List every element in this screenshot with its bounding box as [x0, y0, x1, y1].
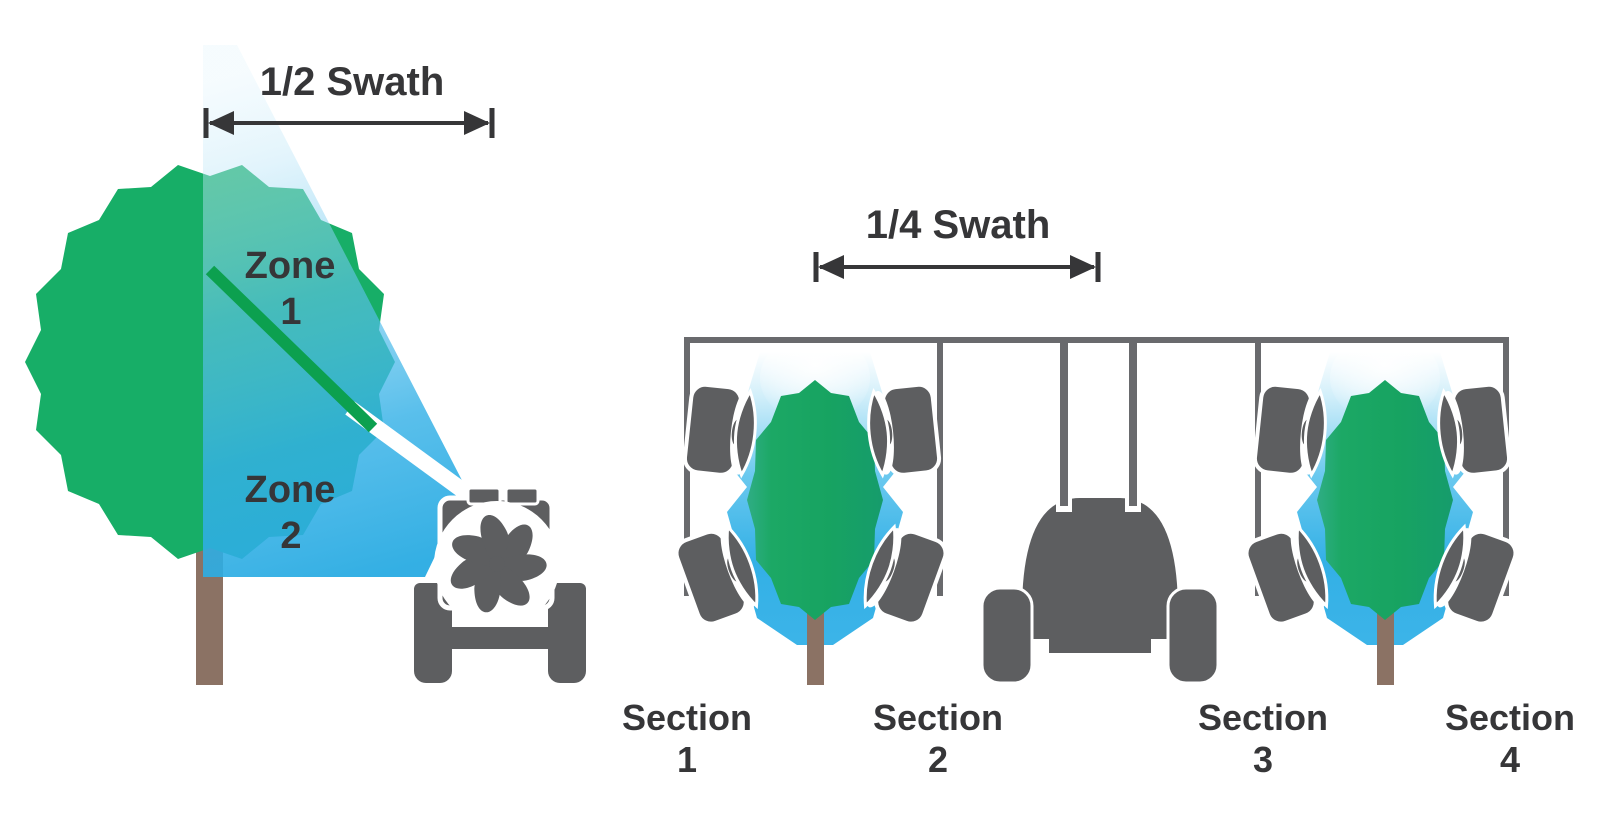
zone-1-label: Zone	[245, 245, 336, 287]
section-3-number: 3	[1253, 739, 1273, 780]
quarter-swath-arrow	[813, 252, 1101, 282]
sprayer-right-leg	[548, 583, 586, 683]
branch-line	[205, 265, 378, 433]
nozzle-icon-s3-top	[1251, 381, 1332, 480]
sprayer-crossbar	[436, 627, 564, 649]
half-swath-label: 1/2 Swath	[260, 60, 445, 104]
tractor-notch-left	[1032, 639, 1049, 655]
zone-2-label: Zone	[245, 469, 336, 511]
fan-hub	[489, 556, 505, 572]
nozzle-icon-s1-top	[681, 381, 762, 480]
hitch-tip-right	[1129, 490, 1137, 506]
hitch-bar-left	[1060, 338, 1068, 502]
tractor-icon	[980, 490, 1220, 685]
section-1-label: Section	[622, 697, 752, 738]
section-2-number: 2	[928, 739, 948, 780]
tractor-wheel-right	[1166, 586, 1220, 685]
tractor-wheel-left	[980, 586, 1034, 685]
tractor-notch-right	[1151, 639, 1168, 655]
zone-1-number: 1	[280, 291, 301, 333]
section-2-label: Section	[873, 697, 1003, 738]
half-swath-arrow	[203, 108, 495, 138]
zone-2-number: 2	[280, 515, 301, 557]
section-4-label: Section	[1445, 697, 1575, 738]
hitch-bar-right	[1129, 338, 1137, 502]
nozzle-icon-s4-top	[1432, 381, 1513, 480]
nozzle-icon-s2-top	[862, 381, 943, 480]
quarter-swath-label: 1/4 Swath	[866, 203, 1051, 247]
section-4-number: 4	[1500, 739, 1520, 780]
hitch-tip-left	[1060, 490, 1068, 506]
section-1-number: 1	[677, 739, 697, 780]
tree-trunk-orchard-right	[1377, 596, 1394, 685]
tractor-body	[1022, 498, 1178, 653]
sprayer-tab-right	[504, 486, 540, 506]
fan-icon	[450, 515, 547, 613]
tree-trunk-orchard-left	[807, 596, 824, 685]
airblast-sprayer-icon	[414, 486, 586, 683]
section-3-label: Section	[1198, 697, 1328, 738]
